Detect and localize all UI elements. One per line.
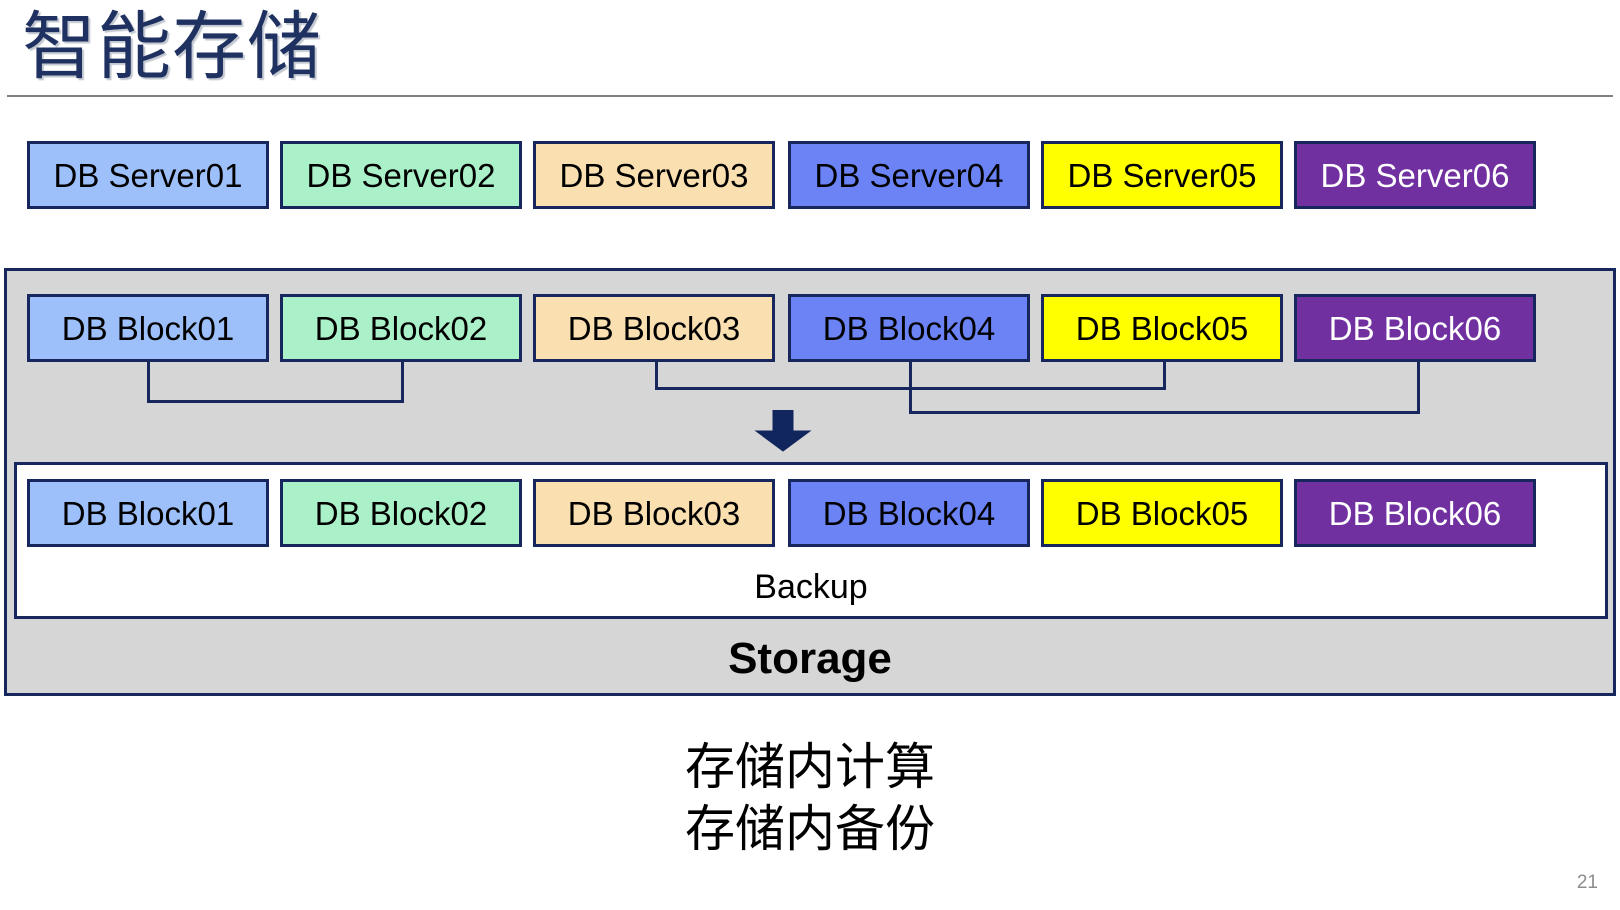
page-number: 21 (1576, 872, 1598, 893)
db-server-box-1: DB Server01 (27, 141, 269, 209)
connector-2-right-stem (1163, 362, 1166, 390)
db-block-live-1: DB Block01 (27, 294, 269, 362)
db-block-live-3: DB Block03 (533, 294, 775, 362)
db-block-live-6: DB Block06 (1294, 294, 1536, 362)
db-block-live-5: DB Block05 (1041, 294, 1283, 362)
slide-caption: 存储内计算 存储内备份 (0, 736, 1620, 860)
db-block-backup-5: DB Block05 (1041, 479, 1283, 547)
db-block-backup-6: DB Block06 (1294, 479, 1536, 547)
connector-1-left-stem (147, 362, 150, 403)
db-block-backup-2: DB Block02 (280, 479, 522, 547)
db-block-live-4: DB Block04 (788, 294, 1030, 362)
db-server-box-3: DB Server03 (533, 141, 775, 209)
page-title: 智能存储 (22, 5, 322, 88)
down-arrow-icon (753, 409, 813, 452)
connector-1-right-stem (401, 362, 404, 403)
backup-label: Backup (754, 568, 868, 606)
connector-3-right-stem (1417, 362, 1420, 414)
db-server-box-6: DB Server06 (1294, 141, 1536, 209)
title-divider (7, 95, 1613, 97)
connector-2-left-stem (655, 362, 658, 390)
db-block-backup-4: DB Block04 (788, 479, 1030, 547)
db-server-box-4: DB Server04 (788, 141, 1030, 209)
connector-1-crossbar (147, 400, 404, 403)
connector-3-crossbar (909, 411, 1420, 414)
db-server-box-5: DB Server05 (1041, 141, 1283, 209)
storage-label: Storage (728, 634, 892, 683)
db-block-live-2: DB Block02 (280, 294, 522, 362)
caption-line-2: 存储内备份 (685, 801, 935, 857)
db-server-box-2: DB Server02 (280, 141, 522, 209)
caption-line-1: 存储内计算 (685, 739, 935, 795)
db-block-backup-3: DB Block03 (533, 479, 775, 547)
db-block-backup-1: DB Block01 (27, 479, 269, 547)
connector-3-left-stem (909, 362, 912, 414)
